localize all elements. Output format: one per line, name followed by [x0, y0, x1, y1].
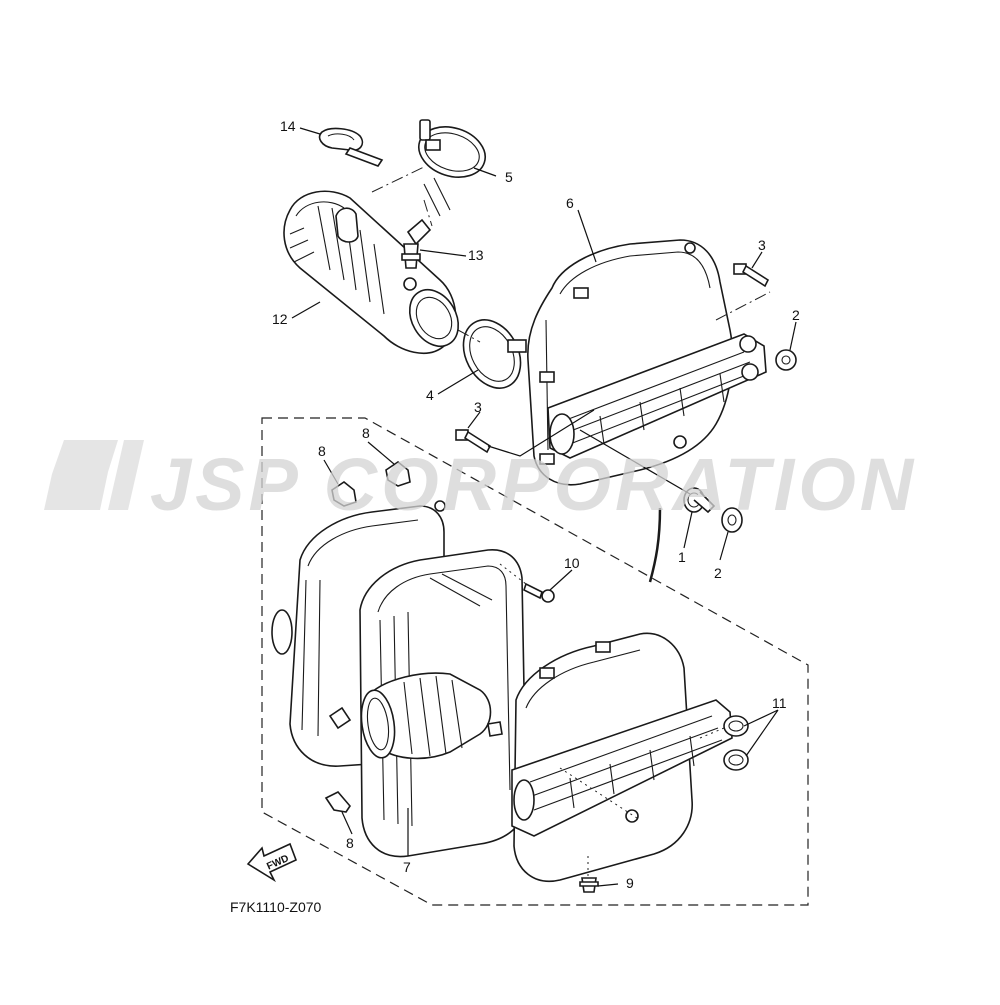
- callout-2-lower: 2: [714, 565, 722, 581]
- part-14-band: [318, 127, 384, 167]
- alignment-line-duct-ring: [457, 329, 481, 343]
- fwd-arrow: FWD: [246, 842, 298, 883]
- part-2-washer-lower: [721, 507, 743, 533]
- alignment-line-caps: [699, 727, 725, 739]
- part-11-cap-upper: [723, 715, 749, 737]
- alignment-line-bolt-upper: [715, 291, 771, 321]
- part-12-intake-duct: [283, 190, 460, 354]
- callout-2-upper: 2: [792, 307, 800, 323]
- part-5-hose-clamp: [418, 119, 486, 178]
- part-7-air-filter-element: [359, 549, 527, 858]
- part-6-cover: [527, 239, 767, 486]
- part-4-ring-clamp: [462, 319, 527, 389]
- callout-9: 9: [626, 875, 634, 891]
- callout-8-mid: 8: [362, 425, 370, 441]
- callout-3-lower: 3: [474, 399, 482, 415]
- part-8-clip-bottom: [324, 791, 352, 813]
- callout-1: 1: [678, 549, 686, 565]
- part-1-grommet: [683, 487, 716, 514]
- callout-5: 5: [505, 169, 513, 185]
- callout-7: 7: [403, 859, 411, 875]
- callout-8-bottom: 8: [346, 835, 354, 851]
- alignment-line-grommet: [579, 429, 691, 495]
- figure-code: F7K1110-Z070: [230, 899, 322, 915]
- part-11-cap-lower: [723, 749, 749, 771]
- alignment-line-bolt-lower: [487, 409, 595, 457]
- callout-13: 13: [468, 247, 484, 263]
- watermark: JSP CORPORATION: [44, 440, 917, 526]
- callout-12: 12: [272, 311, 288, 327]
- callout-11: 11: [772, 695, 787, 711]
- assembly-boundary: [261, 417, 809, 906]
- air-cleaner-lower-cover: [511, 632, 733, 883]
- callout-4: 4: [426, 387, 434, 403]
- callout-8-left: 8: [318, 443, 326, 459]
- watermark-text: JSP CORPORATION: [150, 443, 917, 526]
- callout-10: 10: [564, 555, 580, 571]
- part-3-bolt-upper: [733, 263, 770, 288]
- part-8-clip-mid: [385, 461, 411, 487]
- part-3-bolt-lower: [455, 429, 492, 454]
- hose-curve: [648, 507, 662, 583]
- part-2-washer-upper: [775, 349, 797, 371]
- alignment-line-case: [559, 767, 641, 821]
- alignment-line-clamp: [371, 165, 427, 193]
- callout-6: 6: [566, 195, 574, 211]
- callout-14: 14: [280, 118, 296, 134]
- part-13-breather-fitting: [401, 177, 451, 269]
- callout-3-upper: 3: [758, 237, 766, 253]
- part-8-clip-left: [331, 481, 357, 507]
- callout-labels: 14 5 6 3 2 13 12 4 3 8 8 1 2 10 11 8 7 9: [272, 118, 800, 891]
- part-9-drain-plug: [579, 877, 599, 893]
- leader-lines: [291, 127, 797, 887]
- alignment-line-breather: [423, 199, 433, 227]
- part-10-screw: [523, 582, 555, 603]
